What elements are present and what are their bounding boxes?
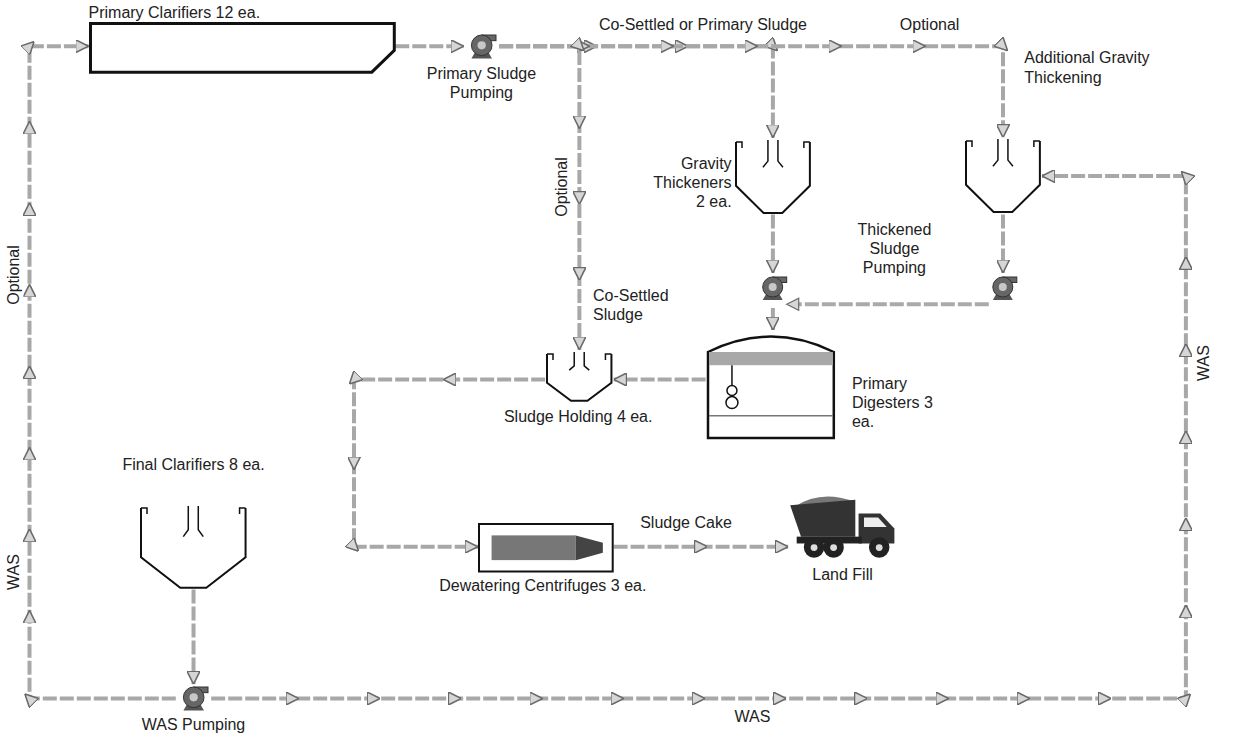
unit-label: Thickened Sludge Pumping	[845, 220, 944, 278]
sludge-flow-line	[499, 46, 773, 137]
flow-label: Optional	[897, 15, 963, 34]
unit-label: Gravity Thickeners 2 ea.	[644, 154, 731, 212]
unit-label: WAS Pumping	[124, 715, 263, 734]
unit-label: Additional Gravity Thickening	[1024, 48, 1189, 86]
stream-label: WAS	[5, 551, 24, 593]
sludge-flow-line	[614, 545, 789, 549]
unit-label: Final Clarifiers 8 ea.	[118, 455, 269, 474]
stream-label: Co-Settled Sludge	[590, 286, 686, 324]
sludge-flow-line	[1001, 214, 1005, 272]
unit-label: Primary Clarifiers 12 ea.	[89, 3, 396, 22]
truck-symbol	[788, 493, 897, 561]
stream-label: WAS	[1194, 342, 1213, 384]
tank-symbol	[734, 138, 812, 215]
sludge-flow-line	[211, 176, 1186, 699]
pumps2-symbol	[755, 273, 1021, 308]
unit-label: Land Fill	[779, 565, 906, 584]
process-unit: Primary Clarifiers 12 ea.	[89, 3, 396, 74]
unit-label: Dewatering Centrifuges 3 ea.	[413, 576, 673, 595]
flow-label: Co-Settled or Primary Sludge	[596, 15, 810, 34]
process-unit: Land Fill	[779, 493, 907, 585]
pump-symbol	[176, 684, 211, 713]
sludge-flow-line	[192, 590, 196, 685]
process-unit: Final Clarifiers 8 ea.	[118, 455, 270, 590]
sludge-flow-line	[499, 46, 1003, 137]
tank-symbol	[545, 350, 613, 403]
flow-label: Optional	[5, 242, 24, 308]
sludge-flow-line	[395, 44, 463, 48]
sludge-flow-line	[614, 378, 706, 382]
sludge-flow-line	[771, 215, 775, 273]
process-unit: Sludge Holding 4 ea.	[496, 350, 662, 427]
process-unit: WAS Pumping	[124, 684, 264, 734]
process-unit: Primary Digesters 3 ea.	[706, 330, 959, 440]
unit-label: Primary Digesters 3 ea.	[852, 374, 958, 432]
tank-symbol	[139, 504, 248, 590]
flow-label: Optional	[552, 154, 571, 220]
sludge-flow-line	[771, 308, 775, 330]
clarifier-symbol	[89, 22, 396, 74]
flow-label: Sludge Cake	[637, 513, 735, 532]
tank-symbol	[964, 137, 1042, 214]
process-unit: Thickened Sludge Pumping	[755, 220, 1021, 308]
process-unit: Primary Sludge Pumping	[419, 32, 545, 103]
unit-label: Primary Sludge Pumping	[419, 64, 544, 102]
process-unit: Dewatering Centrifuges 3 ea.	[413, 523, 673, 597]
process-unit: Gravity Thickeners 2 ea.	[644, 138, 812, 215]
digester-symbol	[706, 330, 836, 440]
centrifuge-symbol	[478, 523, 614, 573]
sludge-flow-line	[354, 380, 545, 547]
sludge-flow-line	[30, 46, 176, 698]
process-unit: Additional Gravity Thickening	[964, 48, 1190, 215]
pump-symbol	[464, 32, 499, 61]
unit-label: Sludge Holding 4 ea.	[496, 407, 661, 426]
flow-label: WAS	[732, 707, 774, 726]
